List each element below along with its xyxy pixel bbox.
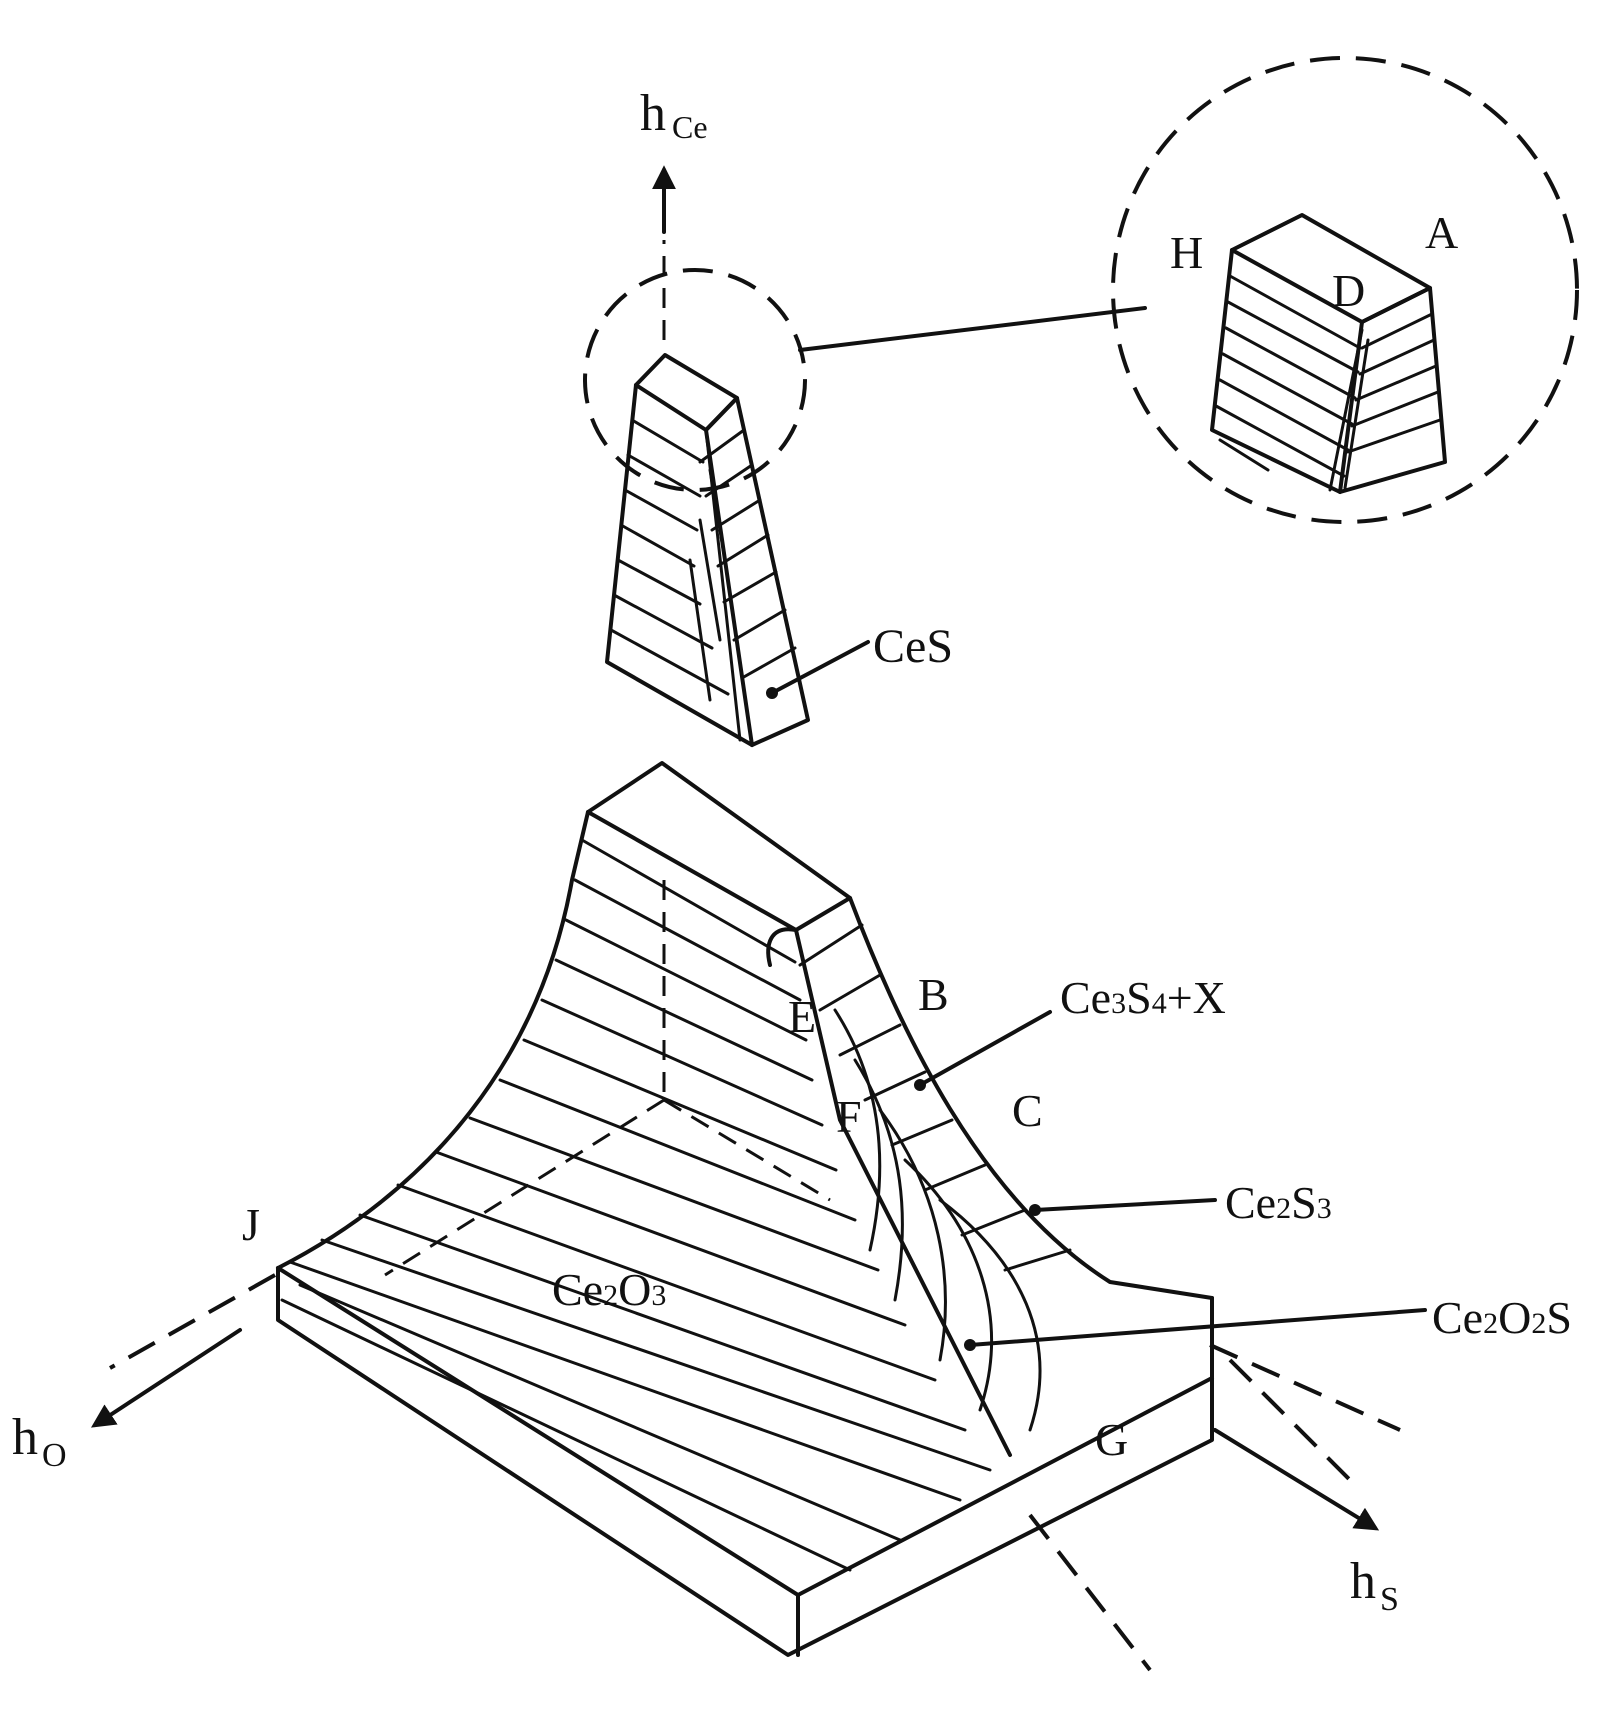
detail-connector	[798, 306, 1147, 352]
phase-label-ce2o2s: Ce2O2S	[1432, 1292, 1572, 1343]
point-label-j: J	[242, 1199, 260, 1250]
h-s-axis-dash-2	[1228, 1358, 1362, 1492]
point-label-c: C	[1012, 1085, 1043, 1136]
detail-circle-small	[583, 268, 807, 492]
ce2o2s-leader	[968, 1308, 1427, 1347]
h-s-axis-dash-1	[1209, 1343, 1401, 1432]
ces-leader	[770, 640, 870, 695]
axes	[90, 165, 1401, 1672]
h-o-axis-dash	[109, 1273, 276, 1370]
phase-label-ce2o3: Ce2O3	[552, 1264, 666, 1315]
ce2s3-leader	[1033, 1198, 1217, 1212]
g-dash-line	[1028, 1513, 1152, 1672]
point-label-h: H	[1170, 227, 1203, 278]
ces-pillar	[605, 353, 870, 747]
h-o-axis-line	[90, 1328, 242, 1428]
detail-circle-large	[1111, 56, 1579, 524]
point-label-a: A	[1425, 207, 1458, 258]
point-label-e: E	[788, 991, 816, 1042]
ce3s4-leader	[918, 1010, 1052, 1087]
point-label-b: B	[918, 969, 949, 1020]
point-label-f: F	[836, 1091, 862, 1142]
phase-label-ce2s3: Ce2S3	[1225, 1177, 1332, 1228]
main-block	[276, 687, 1427, 1657]
detail-block	[1210, 213, 1447, 494]
phase-label-ce3s4-x: Ce3S4+X	[1060, 972, 1226, 1023]
phase-label-ces: CeS	[873, 620, 953, 673]
point-label-d: D	[1332, 265, 1365, 316]
h-s-axis-line	[1213, 1428, 1380, 1531]
point-label-g: G	[1095, 1414, 1128, 1465]
